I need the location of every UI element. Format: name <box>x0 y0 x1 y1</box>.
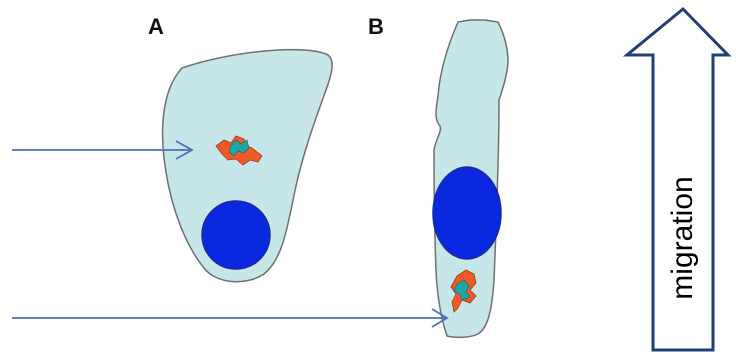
cell-b-nucleus <box>433 167 501 259</box>
panel-label-b: B <box>368 16 384 38</box>
cell-a-nucleus <box>202 201 270 269</box>
cell-b <box>433 20 508 337</box>
cell-a <box>163 50 333 282</box>
migration-label: migration <box>668 176 698 299</box>
panel-label-a: A <box>148 16 164 38</box>
pointer-arrow-b <box>12 309 447 327</box>
